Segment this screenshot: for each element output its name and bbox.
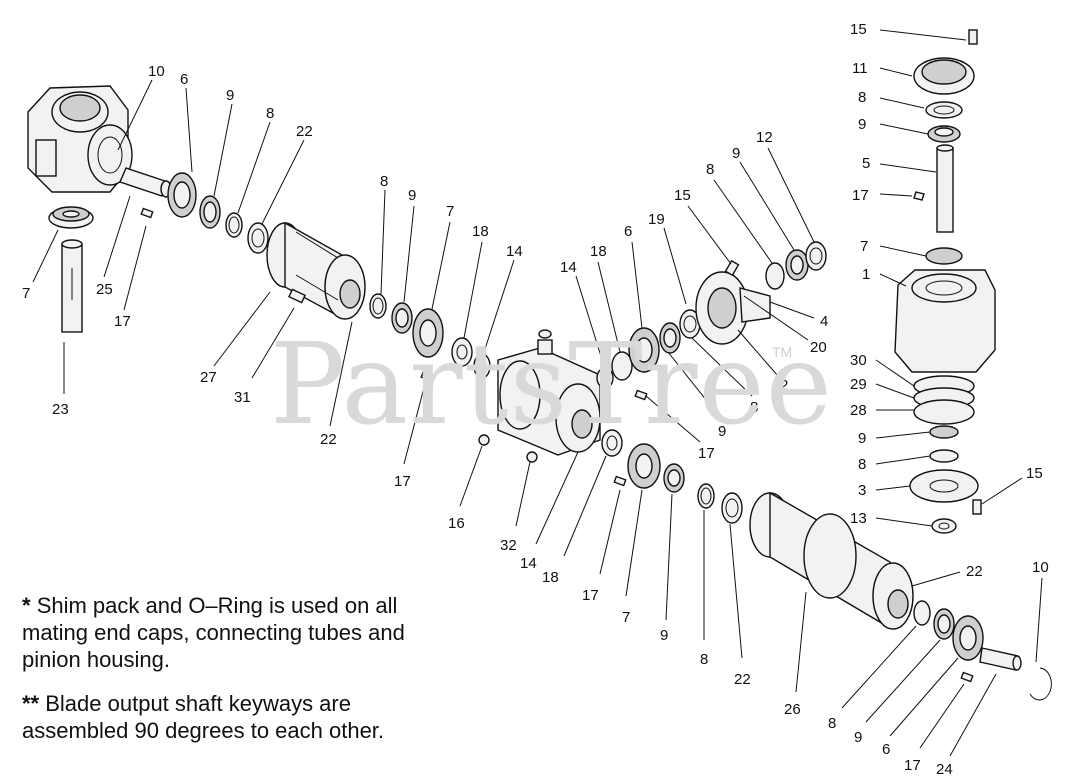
callout-28: 28	[850, 402, 867, 419]
note-marker: **	[22, 691, 40, 716]
left-vertical-shaft	[61, 239, 83, 333]
center-key	[634, 389, 648, 401]
callout-2: 2	[780, 377, 788, 394]
callout-25: 25	[96, 281, 113, 298]
callout-14: 14	[506, 243, 523, 260]
callout-22: 22	[734, 671, 751, 688]
lower-key	[613, 475, 627, 487]
callout-18: 18	[472, 223, 489, 240]
left-key	[140, 207, 154, 219]
callout-4: 4	[820, 313, 828, 330]
left-output-shaft	[119, 167, 172, 198]
note-text: Blade output shaft keyways are assembled…	[22, 691, 385, 743]
callout-15: 15	[1026, 465, 1043, 482]
callout-17: 17	[852, 187, 869, 204]
callout-10: 10	[148, 63, 165, 80]
callout-15: 15	[850, 21, 867, 38]
callout-6: 6	[180, 71, 188, 88]
callout-14: 14	[560, 259, 577, 276]
callout-8: 8	[380, 173, 388, 190]
left-bevel-gear	[48, 206, 94, 229]
callout-6: 6	[882, 741, 890, 758]
callout-18: 18	[590, 243, 607, 260]
callout-16: 16	[448, 515, 465, 532]
pinion-housing	[478, 329, 601, 463]
callout-7: 7	[22, 285, 30, 302]
callout-23: 23	[52, 401, 69, 418]
callout-31: 31	[234, 389, 251, 406]
callout-20: 20	[810, 339, 827, 356]
callout-32: 32	[500, 537, 517, 554]
callout-7: 7	[860, 238, 868, 255]
callout-9: 9	[858, 430, 866, 447]
callout-17: 17	[582, 587, 599, 604]
callout-8: 8	[858, 89, 866, 106]
callout-17: 17	[114, 313, 131, 330]
upper-right-bearing-group	[765, 241, 827, 290]
callout-8: 8	[750, 399, 758, 416]
center-right-bearing-group	[596, 309, 701, 389]
callout-22: 22	[966, 563, 983, 580]
watermark-brand: PartsTree	[270, 320, 833, 450]
callout-9: 9	[408, 187, 416, 204]
callout-14: 14	[520, 555, 537, 572]
callout-17: 17	[394, 473, 411, 490]
callout-22: 22	[320, 431, 337, 448]
callout-10: 10	[1032, 559, 1049, 576]
right-end-cap	[695, 259, 771, 345]
callout-24: 24	[936, 761, 953, 778]
callout-18: 18	[542, 569, 559, 586]
callout-8: 8	[266, 105, 274, 122]
callout-22: 22	[296, 123, 313, 140]
callout-19: 19	[648, 211, 665, 228]
callout-30: 30	[850, 352, 867, 369]
callout-13: 13	[850, 510, 867, 527]
watermark-trademark: TM	[772, 344, 793, 360]
callout-6: 6	[624, 223, 632, 240]
callout-3: 3	[858, 482, 866, 499]
callout-27: 27	[200, 369, 217, 386]
callout-9: 9	[858, 116, 866, 133]
callout-8: 8	[858, 456, 866, 473]
note-marker: *	[22, 593, 31, 618]
callout-17: 17	[698, 445, 715, 462]
callout-15: 15	[674, 187, 691, 204]
callout-9: 9	[660, 627, 668, 644]
middle-left-bearing-group	[369, 293, 491, 379]
left-gearbox-housing	[27, 85, 133, 193]
middle-key-left	[420, 370, 434, 382]
left-connecting-tube	[266, 221, 366, 320]
callout-9: 9	[732, 145, 740, 162]
right-connecting-tube	[749, 491, 914, 630]
lower-center-bearing-group	[601, 429, 743, 524]
note-keyways: ** Blade output shaft keyways are assemb…	[22, 690, 442, 744]
callout-8: 8	[828, 715, 836, 732]
callout-26: 26	[784, 701, 801, 718]
callout-12: 12	[756, 129, 773, 146]
assembly-notes: * Shim pack and O–Ring is used on all ma…	[22, 592, 442, 761]
callout-labels: 10 6 9 8 22 7 25 17 23 8 9 7 18 14 27 31…	[22, 21, 1049, 778]
callout-9: 9	[854, 729, 862, 746]
note-text: Shim pack and O–Ring is used on all mati…	[22, 593, 405, 672]
callout-11: 11	[852, 60, 868, 77]
callout-29: 29	[850, 376, 867, 393]
left-bearing-group	[167, 172, 269, 254]
lower-right-bearing-group	[913, 600, 984, 661]
callout-7: 7	[446, 203, 454, 220]
callout-8: 8	[706, 161, 714, 178]
callout-7: 7	[622, 609, 630, 626]
right-output-shaft	[960, 647, 1052, 701]
callout-8: 8	[700, 651, 708, 668]
leader-lines	[32, 29, 1043, 757]
callout-1: 1	[862, 266, 870, 283]
note-shim-pack: * Shim pack and O–Ring is used on all ma…	[22, 592, 442, 673]
vertical-gearbox-assembly	[894, 29, 996, 534]
callout-5: 5	[862, 155, 870, 172]
callout-9: 9	[718, 423, 726, 440]
callout-17: 17	[904, 757, 921, 774]
callout-9: 9	[226, 87, 234, 104]
parts-drawing	[27, 29, 1052, 701]
